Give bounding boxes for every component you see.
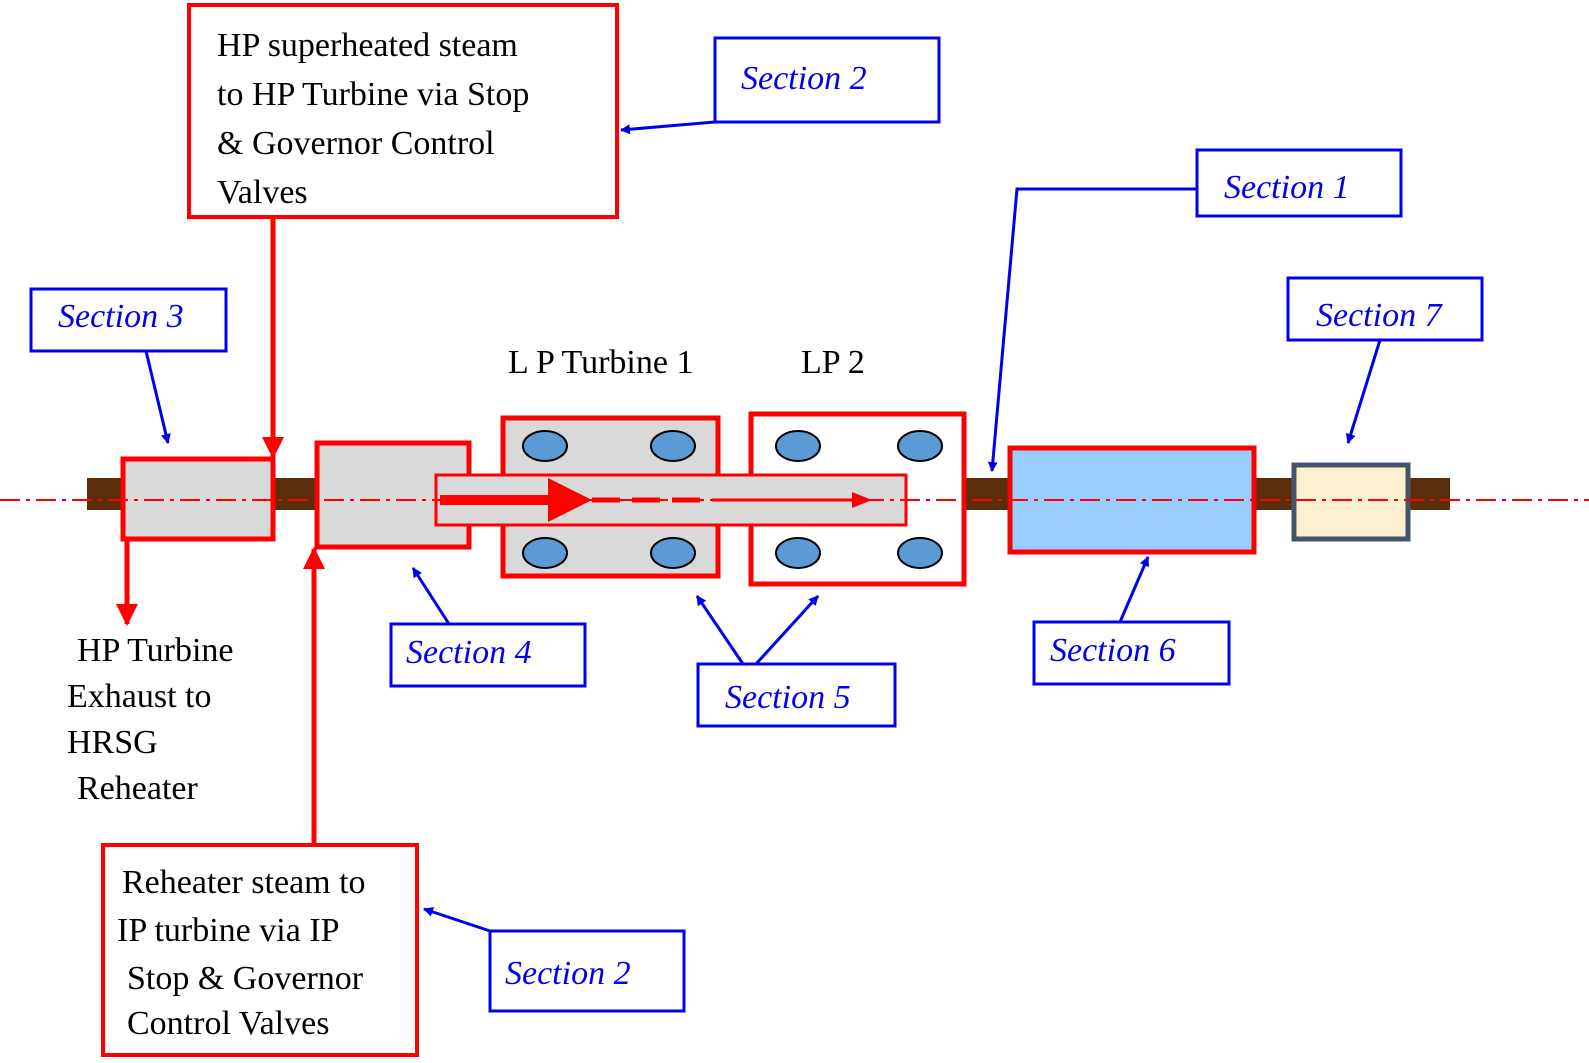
section-3-pointer xyxy=(144,350,171,444)
bearing xyxy=(775,537,821,569)
section-1-pointer xyxy=(987,187,1197,472)
section-2-bottom-label: Section 2 xyxy=(505,955,631,992)
section-1-label: Section 1 xyxy=(1224,169,1350,206)
section-4-label: Section 4 xyxy=(406,634,532,671)
section-4-box xyxy=(389,622,587,688)
bearing xyxy=(650,537,696,569)
reheater-line-4: Control Valves xyxy=(127,1005,329,1042)
bearing xyxy=(650,430,696,462)
section-6-pointer xyxy=(1118,556,1150,623)
hp-exhaust-line-4: Reheater xyxy=(77,770,198,807)
hp-exhaust-line-2: Exhaust to xyxy=(67,678,211,715)
section-5-label: Section 5 xyxy=(725,679,851,716)
lp-turbine-1-label: L P Turbine 1 xyxy=(508,344,693,381)
hp-steam-line-3: & Governor Control xyxy=(217,125,495,162)
hp-exhaust-line-1: HP Turbine xyxy=(77,632,234,669)
section-1-box xyxy=(1195,148,1403,218)
hp-steam-line-1: HP superheated steam xyxy=(217,27,518,64)
section-6-box xyxy=(1032,620,1231,686)
section-5-pointer-left xyxy=(695,595,745,665)
section-3-label: Section 3 xyxy=(58,298,184,335)
reheater-line-2: IP turbine via IP xyxy=(117,912,340,949)
section-7-box xyxy=(1286,276,1484,342)
section-6-label: Section 6 xyxy=(1050,632,1176,669)
section-4-pointer xyxy=(411,567,451,625)
bearing xyxy=(775,430,821,462)
bearing xyxy=(897,430,943,462)
section-3-box xyxy=(29,287,228,353)
hp-exhaust-line-3: HRSG xyxy=(67,724,158,761)
hp-steam-box xyxy=(187,3,619,219)
section-2-bottom-box xyxy=(488,929,686,1013)
section-7-label: Section 7 xyxy=(1316,297,1444,334)
reheater-line-3: Stop & Governor xyxy=(127,960,364,997)
hp-steam-line-4: Valves xyxy=(217,174,308,211)
section-7-pointer xyxy=(1345,339,1382,444)
section-5-box xyxy=(696,662,897,728)
section-2-top-label: Section 2 xyxy=(741,60,867,97)
lp-2-label: LP 2 xyxy=(801,344,865,381)
section-2-top-pointer xyxy=(620,120,716,135)
section-2-top-box xyxy=(713,36,941,124)
reheater-box xyxy=(101,843,419,1057)
reheater-line-1: Reheater steam to xyxy=(122,864,366,901)
exciter xyxy=(1291,462,1411,542)
bearing xyxy=(897,537,943,569)
bearing xyxy=(522,537,568,569)
bearing xyxy=(522,430,568,462)
flow-arrow-thin-head xyxy=(852,492,872,508)
hp-steam-line-2: to HP Turbine via Stop xyxy=(217,76,529,113)
section-2-bottom-pointer xyxy=(423,907,491,933)
section-5-pointer-right xyxy=(754,594,820,666)
